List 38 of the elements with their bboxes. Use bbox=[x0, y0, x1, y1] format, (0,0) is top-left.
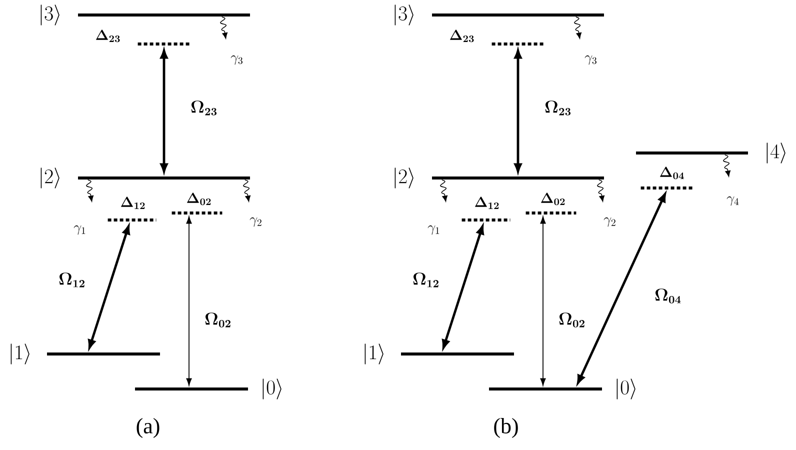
edge-label: $\boldsymbol{\Omega_{23}}$ bbox=[545, 100, 571, 116]
state-label: $|0\rangle$ bbox=[262, 378, 282, 400]
state-label: $|0\rangle$ bbox=[616, 378, 636, 400]
decay-arrow bbox=[723, 154, 730, 177]
decay-arrow bbox=[440, 179, 448, 202]
detuning-label: $\boldsymbol{\Delta_{23}}$ bbox=[96, 30, 120, 42]
detuning-label: $\boldsymbol{\Delta_{12}}$ bbox=[121, 196, 145, 210]
decay-arrow bbox=[86, 179, 94, 202]
state-label: $|2\rangle$ bbox=[394, 168, 414, 188]
detuning-label: $\boldsymbol{\Delta_{23}}$ bbox=[450, 30, 474, 42]
detuning-label: $\boldsymbol{\Delta_{04}}$ bbox=[660, 166, 684, 180]
edge-label: $\boldsymbol{\Omega_{12}}$ bbox=[413, 272, 438, 288]
edge-label: $\boldsymbol{\Omega_{23}}$ bbox=[191, 100, 217, 116]
edge-label: $\boldsymbol{\Omega_{12}}$ bbox=[59, 272, 84, 288]
decay-arrow bbox=[220, 16, 228, 39]
decay-arrow bbox=[574, 16, 582, 39]
state-label: $|1\rangle$ bbox=[364, 344, 384, 364]
state-label: $|2\rangle$ bbox=[40, 168, 60, 188]
transition-arrow bbox=[540, 216, 546, 386]
decay-rate-label: $\gamma_2$ bbox=[250, 217, 262, 227]
state-label: $|3\rangle$ bbox=[394, 4, 414, 26]
detuning-label: $\boldsymbol{\Delta_{02}}$ bbox=[541, 192, 565, 206]
edge-label: $\boldsymbol{\Omega_{02}}$ bbox=[559, 312, 584, 328]
detuning-label: $\boldsymbol{\Delta_{02}}$ bbox=[187, 192, 211, 206]
decay-rate-label: $\gamma_1$ bbox=[428, 225, 440, 235]
decay-rate-label: $\gamma_3$ bbox=[584, 55, 596, 65]
state-label: $|4\rangle$ bbox=[766, 142, 786, 164]
decay-arrow bbox=[243, 179, 250, 202]
decay-rate-label: $\gamma_4$ bbox=[726, 196, 739, 206]
transition-arrow bbox=[186, 216, 192, 386]
state-label: $|1\rangle$ bbox=[10, 344, 30, 364]
decay-rate-label: $\gamma_3$ bbox=[230, 55, 242, 65]
panel-caption: (a) bbox=[136, 418, 160, 438]
edge-label: $\boldsymbol{\Omega_{02}}$ bbox=[205, 312, 230, 328]
decay-rate-label: $\gamma_1$ bbox=[74, 225, 86, 235]
detuning-label: $\boldsymbol{\Delta_{12}}$ bbox=[475, 196, 499, 210]
state-label: $|3\rangle$ bbox=[40, 4, 60, 26]
panel-caption: (b) bbox=[494, 418, 518, 438]
